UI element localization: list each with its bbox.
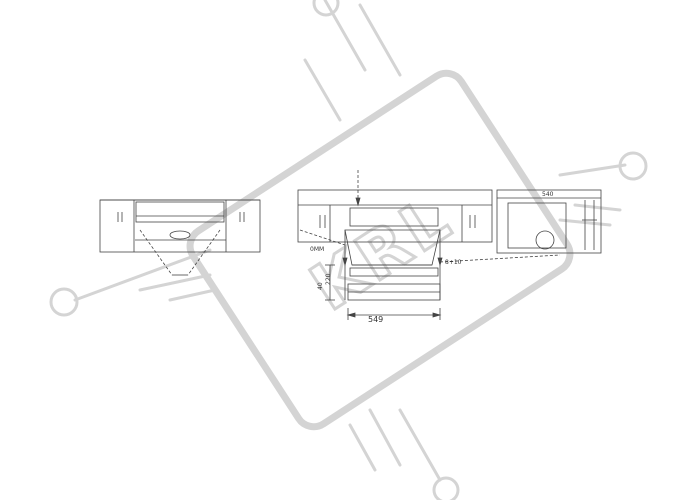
watermark-circle-left (49, 287, 79, 317)
dimension-width-label: 549 (368, 315, 383, 324)
dimension-side-label: 8+10 (445, 259, 462, 266)
dimension-height-label-2: 220 (325, 273, 332, 285)
dimension-left-label: 0MM (310, 246, 324, 253)
front-view-left (99, 199, 261, 276)
watermark: KRL (49, 0, 648, 500)
watermark-circle-right (618, 151, 648, 181)
watermark-circle-top (312, 0, 340, 17)
section-view-middle (297, 170, 561, 320)
dimension-top-right-label: 540 (542, 191, 554, 198)
watermark-text: KRL (298, 181, 465, 326)
side-view-right (496, 189, 602, 254)
watermark-circle-bottom (432, 476, 460, 500)
dimension-height-label: 40 (317, 282, 324, 290)
